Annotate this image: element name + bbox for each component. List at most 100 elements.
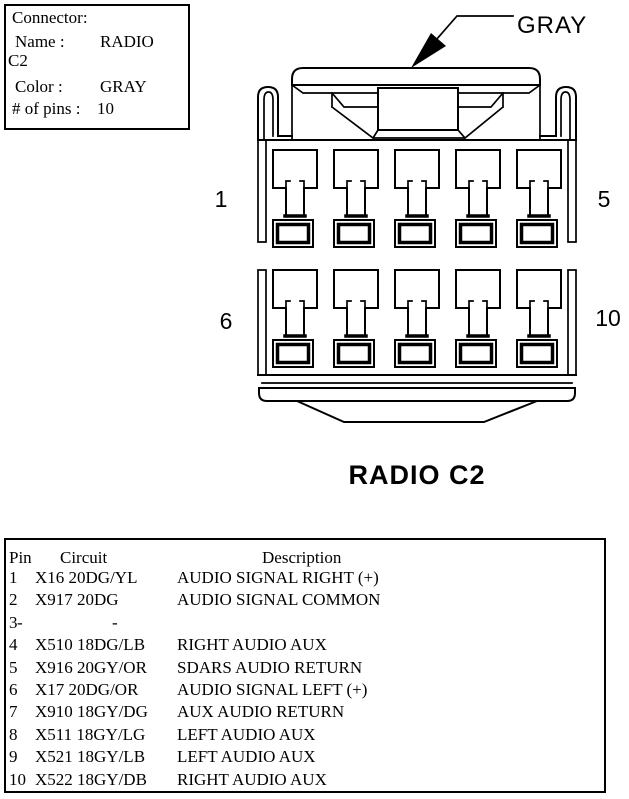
pin-cavity — [458, 342, 494, 365]
pin-cavity — [394, 219, 436, 248]
cell-pin: 1 — [9, 568, 18, 587]
cell-pin: 10 — [9, 769, 26, 789]
pin-cavity — [397, 342, 433, 365]
cell-description: - — [112, 612, 118, 632]
connector-pincount-value: 10 — [97, 99, 114, 118]
cell-description: RIGHT AUDIO AUX — [177, 769, 327, 789]
pin-cavity — [272, 219, 314, 248]
cell-circuit: X17 20DG/OR — [35, 680, 139, 699]
pin-column-header: Pin — [9, 548, 32, 567]
connector-latch — [330, 87, 505, 140]
connector-face-drawing — [257, 15, 577, 423]
connector-color-label: Color : — [15, 77, 63, 96]
pin-cavity — [272, 149, 318, 217]
pin-cavity — [333, 149, 379, 217]
connector-name-label: Name : — [15, 32, 65, 51]
cell-circuit: X521 18GY/LB — [35, 747, 146, 767]
pin-cavity — [336, 222, 372, 245]
table-row: 5 X916 20GY/OR SDARS AUDIO RETURN — [6, 658, 604, 680]
pin-cavity — [407, 300, 427, 309]
pin-cavity — [346, 180, 366, 189]
pinout-table-rows: 1 X16 20DG/YL AUDIO SIGNAL RIGHT (+) 2 X917 … — [6, 540, 604, 791]
pin-cavity — [455, 269, 501, 337]
cell-description: LEFT AUDIO AUX — [177, 747, 316, 767]
pin-cavity — [529, 180, 549, 189]
cell-circuit: X916 20GY/OR — [35, 657, 147, 677]
table-row: 3-- — [6, 613, 604, 635]
cell-pin: 3 — [9, 612, 18, 632]
pin-cavity — [455, 219, 497, 248]
table-row: 9 X521 18GY/LB LEFT AUDIO AUX — [6, 747, 604, 769]
connector-color-callout-label: GRAY — [517, 12, 588, 39]
cell-description: AUDIO SIGNAL COMMON — [177, 590, 381, 610]
pin-cavity — [336, 342, 372, 365]
connector-info-box: Connector: Name : RADIO C2 Color : GRAY … — [4, 4, 190, 130]
pin-cavity — [458, 222, 494, 245]
pin-cavity — [519, 342, 555, 365]
cell-description: AUX AUDIO RETURN — [177, 702, 345, 722]
cell-circuit: X510 18DG/LB — [35, 635, 146, 655]
cell-description: RIGHT AUDIO AUX — [177, 635, 327, 655]
table-row: 10 X522 18GY/DB RIGHT AUDIO AUX — [6, 770, 604, 792]
cell-description: AUDIO SIGNAL RIGHT (+) — [177, 568, 379, 587]
pin-cavity — [468, 180, 488, 189]
pin-cavity — [333, 339, 375, 368]
cell-description: LEFT AUDIO AUX — [177, 724, 316, 744]
cell-circuit: X917 20DG — [35, 590, 119, 610]
table-row: 1 X16 20DG/YL AUDIO SIGNAL RIGHT (+) — [6, 568, 604, 590]
cell-circuit: - — [17, 612, 23, 632]
cell-circuit: X910 18GY/DG — [35, 702, 148, 722]
pin-cavity — [468, 300, 488, 309]
cell-pin: 9 — [9, 747, 18, 767]
connector-body — [257, 139, 577, 376]
pin-cavity — [519, 222, 555, 245]
connector-cap — [290, 67, 542, 141]
pin-cavity — [455, 339, 497, 368]
pin-cavity — [394, 269, 440, 337]
pin-cavity — [272, 339, 314, 368]
pin-cavity — [516, 269, 562, 337]
pin-cavity — [529, 300, 549, 309]
cell-pin: 5 — [9, 657, 18, 677]
table-row: 2 X917 20DG AUDIO SIGNAL COMMON — [6, 590, 604, 612]
connector-color-value: GRAY — [100, 77, 147, 96]
pin-number-6: 6 — [219, 308, 233, 334]
pin-cavity — [455, 149, 501, 217]
connector-name-value-wrap: C2 — [8, 51, 28, 70]
connector-name-value: RADIO — [100, 32, 154, 51]
pin-number-5: 5 — [597, 186, 611, 212]
cell-circuit: X522 18GY/DB — [35, 769, 147, 789]
cell-circuit: X511 18GY/LG — [35, 724, 146, 744]
pin-number-1: 1 — [214, 186, 228, 212]
pin-cavity — [516, 219, 558, 248]
pin-cavity — [333, 219, 375, 248]
pin-cavity — [397, 222, 433, 245]
pin-cavity — [333, 269, 379, 337]
cell-pin: 6 — [9, 680, 18, 699]
pin-cavity — [516, 149, 562, 217]
cell-circuit: X16 20DG/YL — [35, 568, 138, 587]
left-ear — [257, 85, 293, 141]
pin-cavity — [285, 180, 305, 189]
pin-cavity — [275, 222, 311, 245]
cell-description: SDARS AUDIO RETURN — [177, 657, 363, 677]
cell-pin: 8 — [9, 724, 18, 744]
pinout-table: Pin Circuit Description 1 X16 20DG/YL AUDI… — [4, 538, 606, 793]
cell-pin: 2 — [9, 590, 18, 610]
pin-cavity — [275, 342, 311, 365]
pin-number-10: 10 — [595, 305, 621, 331]
callout-arrow-icon — [411, 15, 514, 68]
connector-drawing-caption: RADIO C2 — [348, 460, 486, 490]
pin-cavity — [516, 339, 558, 368]
table-row: 6 X17 20DG/OR AUDIO SIGNAL LEFT (+) — [6, 680, 604, 702]
circuit-column-header: Circuit — [60, 548, 108, 567]
pin-cavity — [272, 269, 318, 337]
description-column-header: Description — [262, 548, 342, 567]
table-row: 8 X511 18GY/LG LEFT AUDIO AUX — [6, 725, 604, 747]
pin-cavities — [272, 149, 562, 368]
pin-cavity — [407, 180, 427, 189]
connector-info-title: Connector: — [12, 8, 88, 27]
cell-description: AUDIO SIGNAL LEFT (+) — [177, 680, 368, 699]
